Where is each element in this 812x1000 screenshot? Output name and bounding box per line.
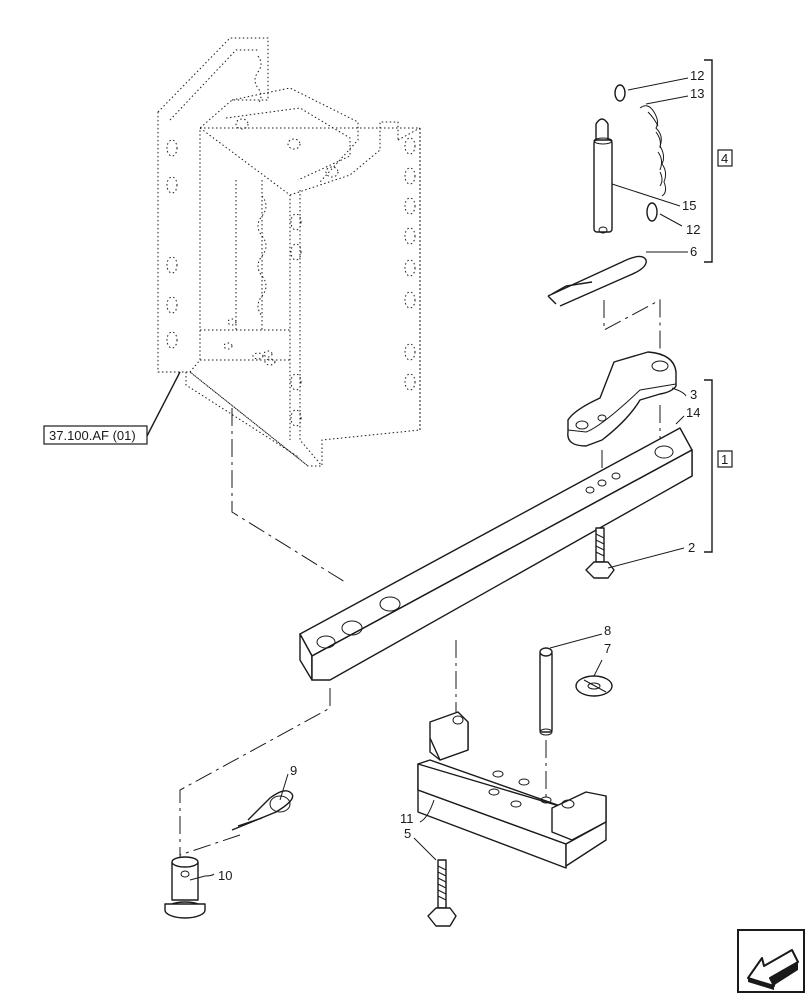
callout-5: 5 <box>404 826 411 841</box>
headed-pin <box>164 856 206 919</box>
clevis-pin <box>593 118 613 234</box>
spring-clip <box>547 255 647 307</box>
chain <box>639 105 667 197</box>
callout-10: 10 <box>218 868 232 883</box>
hitch-housing-reference <box>157 37 421 467</box>
drawbar <box>299 427 693 681</box>
retaining-ring-top <box>614 84 626 102</box>
link-plate <box>567 351 677 447</box>
pin <box>539 647 553 736</box>
callout-2: 2 <box>688 540 695 555</box>
callout-11: 11 <box>400 811 414 826</box>
callout-7: 7 <box>604 641 611 656</box>
arrow-left-down-icon[interactable] <box>737 929 805 993</box>
r-clip <box>231 790 294 831</box>
callout-6: 6 <box>690 244 697 259</box>
assembly-lines <box>179 299 661 860</box>
callout-14: 14 <box>686 405 700 420</box>
callout-13: 13 <box>690 86 704 101</box>
reference-callout[interactable]: 37.100.AF (01) <box>43 371 181 445</box>
callout-numbers: 12 13 15 12 6 3 14 2 8 7 9 10 11 5 <box>218 68 704 883</box>
callout-12-top: 12 <box>690 68 704 83</box>
retaining-ring-bottom <box>646 202 658 222</box>
callout-12-bottom: 12 <box>686 222 700 237</box>
group-label-4: 4 <box>721 151 728 166</box>
leader-lines <box>189 77 689 881</box>
lynch-clip <box>575 675 613 697</box>
support-bracket <box>417 711 607 869</box>
callout-8: 8 <box>604 623 611 638</box>
callout-3: 3 <box>690 387 697 402</box>
group-label-1: 1 <box>721 452 728 467</box>
bolt-bottom <box>427 859 457 927</box>
reference-label: 37.100.AF (01) <box>49 428 136 443</box>
callout-15: 15 <box>682 198 696 213</box>
bolt-top <box>585 527 615 579</box>
group-bracket-4: 4 <box>704 59 733 263</box>
group-bracket-1: 1 <box>704 379 733 553</box>
callout-9: 9 <box>290 763 297 778</box>
